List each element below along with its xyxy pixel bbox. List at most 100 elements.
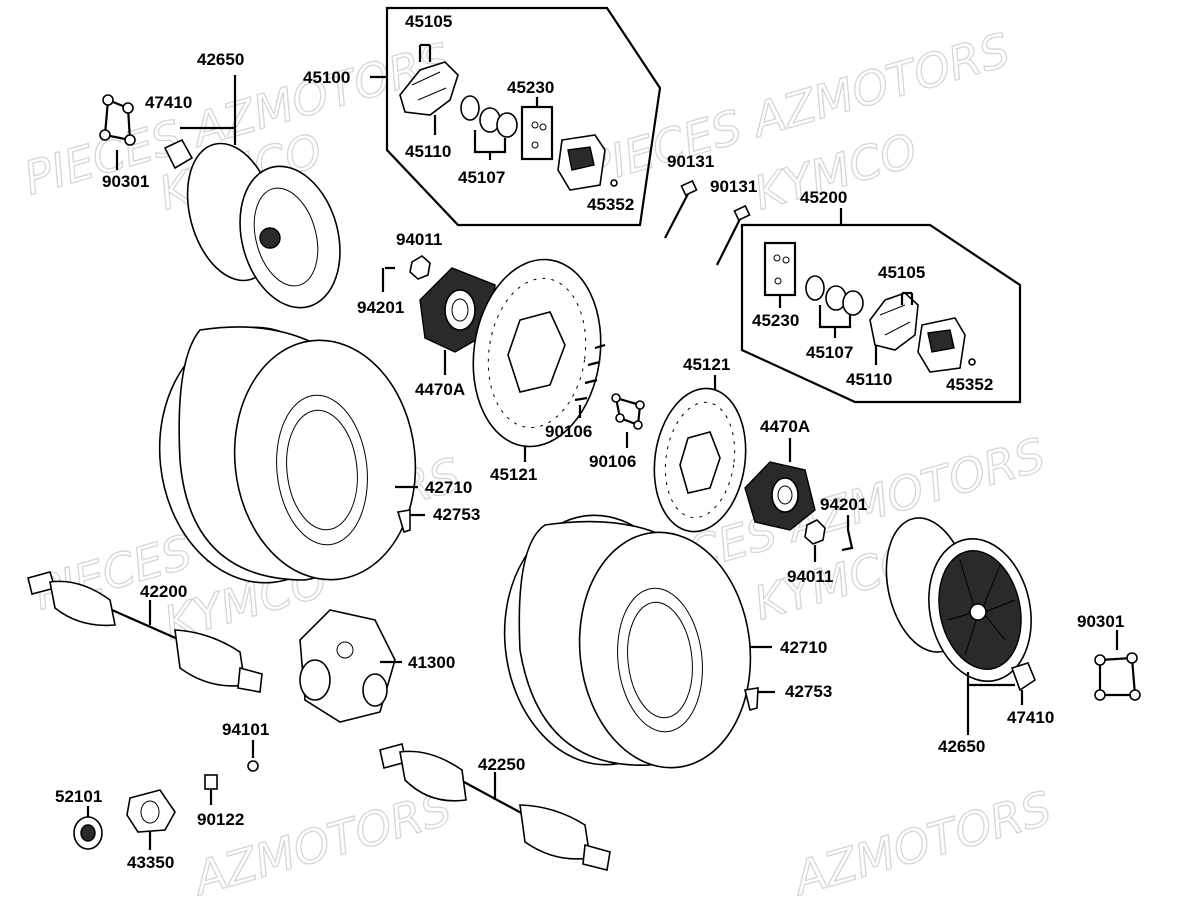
caliper-body-detail	[927, 329, 955, 353]
disc-bolt	[611, 393, 621, 403]
seal-ring	[496, 112, 518, 138]
right-brake-disc	[653, 375, 747, 533]
axle-housing-bore	[140, 800, 160, 824]
caliper-bracket	[399, 61, 459, 116]
disc-center	[679, 431, 721, 494]
part-label: 42200	[140, 582, 187, 601]
rear-drive-shaft	[379, 743, 611, 871]
lug-nut	[99, 129, 111, 141]
part-label: 94011	[396, 230, 442, 249]
piston	[460, 95, 480, 121]
part-label: 90122	[197, 810, 244, 829]
shaft-spline	[237, 666, 263, 693]
caliper-bolts	[664, 179, 751, 266]
caliper-assembly-left	[370, 6, 662, 227]
part-label: 90106	[545, 422, 592, 441]
left-tire	[158, 326, 425, 584]
part-label: 45352	[946, 375, 993, 394]
hub-nut	[804, 519, 826, 545]
valve-cap	[1010, 662, 1036, 692]
cv-boot	[399, 750, 467, 802]
pad-kit-box	[763, 241, 797, 297]
valve-stem	[744, 687, 759, 711]
watermark-text: AZMOTORS	[185, 781, 457, 900]
hub-nut	[409, 255, 431, 280]
rim-inner	[253, 187, 319, 287]
left-disc-bolts	[574, 343, 606, 418]
lug-nut	[1094, 689, 1106, 701]
bearing-and-housing	[73, 789, 176, 850]
watermark-text: AZMOTORS	[785, 781, 1057, 900]
caliper-bracket-detail	[411, 71, 447, 101]
pad-pin	[531, 141, 539, 149]
lug-nut	[124, 134, 136, 146]
part-label: 45200	[800, 188, 847, 207]
right-hub	[744, 438, 854, 562]
shaft-spline	[582, 843, 611, 871]
part-label: 45121	[683, 355, 730, 374]
part-label: 45352	[587, 195, 634, 214]
caliper-body-detail	[567, 146, 595, 171]
seal-ring	[842, 290, 864, 316]
axle-housing	[126, 789, 176, 833]
tire-bead-outer	[276, 394, 368, 546]
tire-bead-inner	[286, 409, 358, 531]
part-label: 42250	[478, 755, 525, 774]
caliper-assembly-right	[740, 208, 1022, 404]
bearing-bore	[80, 824, 96, 842]
pad-pin	[773, 254, 781, 262]
hub-center	[444, 289, 476, 331]
cotter-pin	[841, 529, 854, 552]
tire-bead-inner	[627, 601, 693, 719]
axle-bar	[111, 608, 181, 642]
disc-holes	[487, 277, 587, 429]
hub-center	[771, 477, 799, 513]
cotter-pin	[381, 266, 395, 282]
part-label: 52101	[55, 787, 102, 806]
bolt-shaft	[716, 214, 743, 266]
cv-boot	[174, 629, 246, 687]
part-label: 45230	[507, 78, 554, 97]
small-fasteners	[204, 740, 259, 805]
tire-bead-outer	[617, 587, 703, 733]
lug-nut	[122, 102, 134, 114]
lug-nut	[1126, 652, 1138, 664]
bolt-shaft	[664, 189, 691, 239]
part-label: 45100	[303, 68, 350, 87]
part-label: 47410	[145, 93, 192, 112]
pad-pin	[774, 277, 782, 285]
disc-center	[507, 311, 566, 393]
tire-face	[233, 339, 417, 581]
hub-bore	[451, 298, 469, 322]
right-lug-nuts	[1094, 630, 1141, 701]
part-label: 90106	[589, 452, 636, 471]
part-label: 42710	[425, 478, 472, 497]
caliper-box-outline	[740, 223, 1022, 404]
caliper-bracket	[869, 292, 919, 351]
rim-hub	[259, 227, 281, 249]
part-label: 90131	[710, 177, 757, 196]
disc-bolt	[615, 413, 625, 423]
diff-bolt	[336, 641, 354, 659]
front-drive-shaft	[27, 571, 263, 693]
bolt	[204, 774, 218, 790]
disc-bolt	[633, 420, 643, 430]
part-label: 94101	[222, 720, 269, 739]
part-label: 45110	[846, 370, 892, 389]
lug-pattern	[1098, 656, 1137, 697]
diff-output	[362, 673, 388, 707]
rim-hub	[969, 603, 987, 621]
bleeder-screw	[968, 358, 976, 366]
cv-boot	[519, 804, 591, 860]
lug-nut	[102, 94, 114, 106]
right-rim	[885, 517, 1036, 735]
part-label: 4470A	[415, 380, 465, 399]
bolt-head	[680, 179, 698, 197]
part-label: 94201	[820, 495, 867, 514]
left-rim	[180, 75, 341, 309]
part-label: 94201	[357, 298, 404, 317]
valve-cap	[163, 138, 194, 170]
part-label: 41300	[408, 653, 455, 672]
part-label: 90301	[102, 172, 149, 191]
bolt-head	[733, 204, 751, 222]
